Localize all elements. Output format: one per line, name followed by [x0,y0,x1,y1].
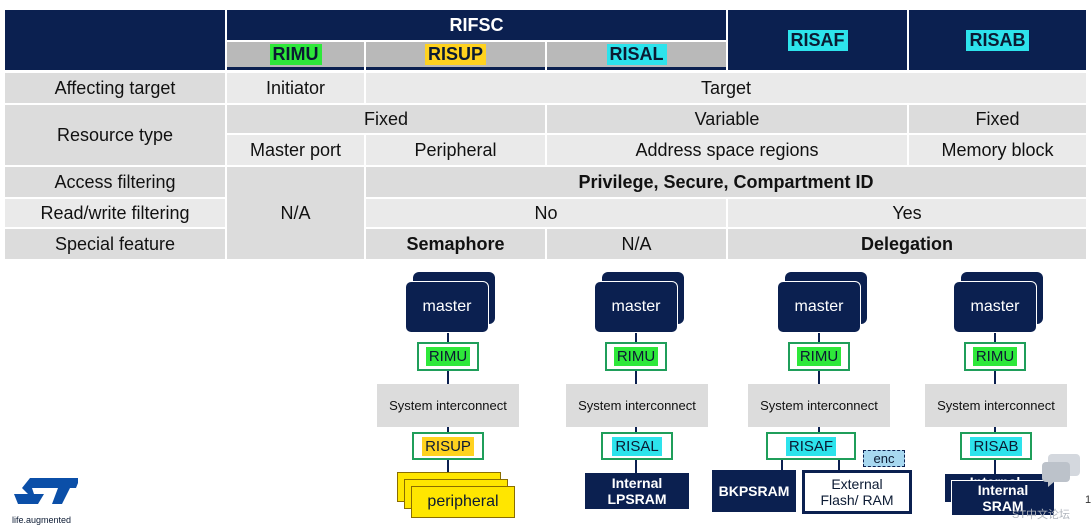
external-flash-line-1: External [831,476,883,492]
risab-tag-label: RISAB [970,436,1022,456]
master-box-4: master [953,281,1037,333]
arrow-line [994,371,996,384]
bkpsram-box: BKPSRAM [712,470,796,512]
external-flash-line-2: Flash/ RAM [820,492,894,508]
master-box-3: master [777,281,861,333]
arrow-line [818,333,820,342]
cell-memory-block: Memory block [909,135,1086,165]
rimu-tag-label: RIMU [613,347,659,366]
logo-tagline: life.augmented [12,515,72,525]
master-box-1: master [405,281,489,333]
row-resource-type-label: Resource type [5,105,225,165]
system-interconnect-3: System interconnect [748,384,890,427]
arrow-line [838,460,840,470]
arrow-line [447,460,449,472]
risab-header-label: RISAB [966,29,1029,51]
subheader-risal: RISAL [547,42,726,70]
rifsc-label: RIFSC [449,14,504,35]
risup-tag-label: RISUP [422,436,474,456]
arrow-line [818,371,820,384]
header-rifsc: RIFSC [227,10,726,40]
rimu-header-label: RIMU [269,44,322,65]
forum-watermark-text: ST中文论坛 [1012,509,1071,521]
arrow-line [635,427,637,432]
header-risab: RISAB [909,10,1086,70]
risal-tag: RISAL [601,432,673,460]
cell-delegation: Delegation [728,229,1086,259]
rimu-tag-3: RIMU [788,342,850,371]
rimu-tag-label: RIMU [425,347,471,366]
arrow-line [818,427,820,432]
cell-semaphore: Semaphore [366,229,545,259]
cell-rw-yes: Yes [728,199,1086,227]
cell-fixed: Fixed [227,105,545,133]
external-flash-box: External Flash/ RAM [802,470,912,514]
rimu-tag-2: RIMU [605,342,667,371]
cell-special-na: N/A [547,229,726,259]
risup-header-label: RISUP [424,44,486,65]
risab-tag: RISAB [960,432,1032,460]
cell-variable: Variable [547,105,907,133]
cell-na-merged: N/A [227,167,364,259]
header-left-blank [5,10,225,70]
arrow-line [635,460,637,473]
cell-initiator: Initiator [227,73,364,103]
page-number-fragment: 1 [1085,494,1091,506]
internal-sram-box: Internal SRAM [951,480,1055,516]
chat-bubble-icon [1042,454,1080,487]
rimu-tag-4: RIMU [964,342,1026,371]
arrow-line [994,427,996,432]
arrow-line [781,460,783,470]
internal-sram-line-1: Internal [977,482,1029,498]
rimu-tag-label: RIMU [972,347,1018,366]
risal-header-label: RISAL [606,44,667,65]
arrow-line [635,333,637,342]
internal-sram-line-2: SRAM [982,498,1024,514]
cell-target: Target [366,73,1086,103]
risaf-tag-label: RISAF [785,436,837,456]
arrow-line [994,460,996,474]
row-special-feature-label: Special feature [5,229,225,259]
risaf-header-label: RISAF [787,29,848,51]
arrow-line [447,333,449,342]
subheader-rimu: RIMU [227,42,364,70]
cell-address-space: Address space regions [547,135,907,165]
header-risaf: RISAF [728,10,907,70]
row-access-filtering-label: Access filtering [5,167,225,197]
enc-tag: enc [863,450,905,467]
arrow-line [994,333,996,342]
arrow-line [447,371,449,384]
st-logo: life.augmented [12,474,82,526]
internal-lpsram-line-1: Internal [611,475,663,491]
st-logo-icon [14,478,80,504]
cell-privilege-secure: Privilege, Secure, Compartment ID [366,167,1086,197]
arrow-line [447,427,449,432]
cell-peripheral: Peripheral [366,135,545,165]
cell-fixed-2: Fixed [909,105,1086,133]
peripheral-box: peripheral [411,486,515,518]
system-interconnect-1: System interconnect [377,384,519,427]
master-box-2: master [594,281,678,333]
system-interconnect-2: System interconnect [566,384,708,427]
risup-tag: RISUP [412,432,484,460]
row-rw-filtering-label: Read/write filtering [5,199,225,227]
rimu-tag-1: RIMU [417,342,479,371]
cell-master-port: Master port [227,135,364,165]
cell-rw-no: No [366,199,726,227]
internal-lpsram-box: Internal LPSRAM [585,473,689,509]
risal-tag-label: RISAL [612,436,662,456]
forum-watermark-icon [1040,452,1082,488]
row-affecting-target-label: Affecting target [5,73,225,103]
rimu-tag-label: RIMU [796,347,842,366]
risaf-tag: RISAF [766,432,856,460]
internal-lpsram-line-2: LPSRAM [607,491,667,507]
system-interconnect-4: System interconnect [925,384,1067,427]
subheader-risup: RISUP [366,42,545,70]
arrow-line [635,371,637,384]
